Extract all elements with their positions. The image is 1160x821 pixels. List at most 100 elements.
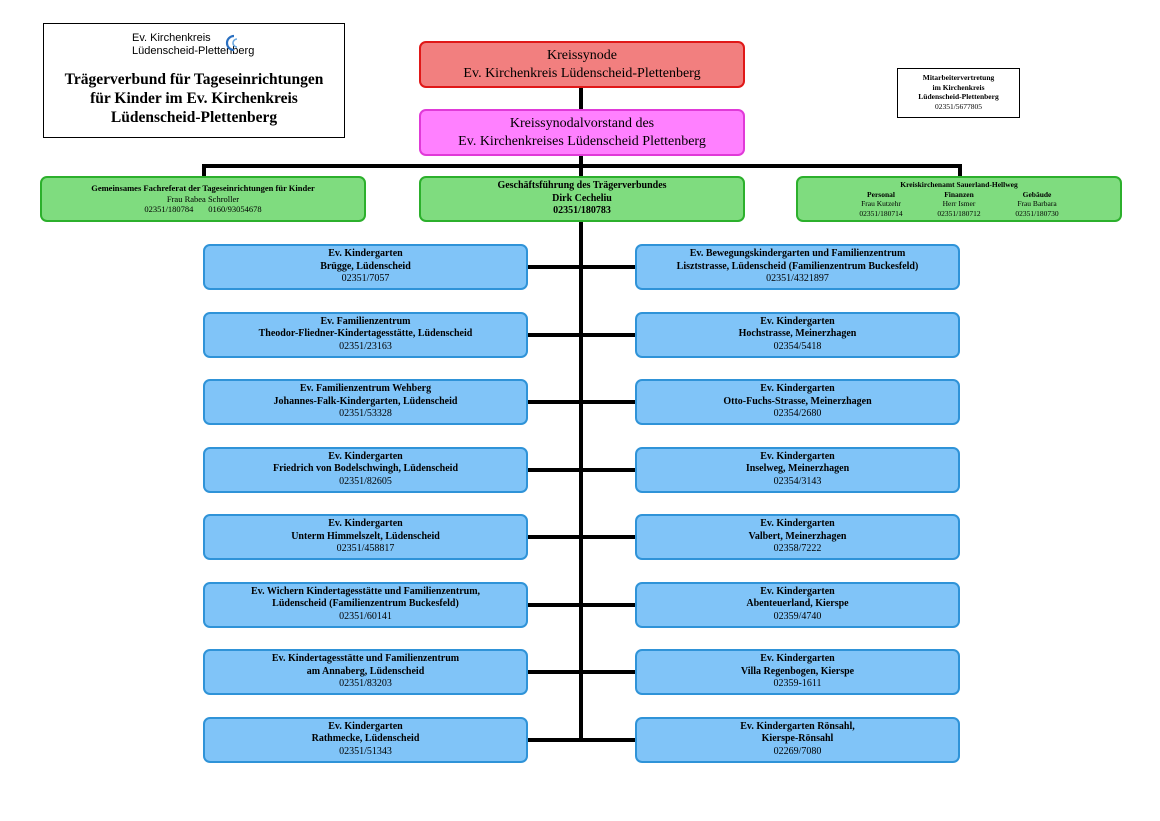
logo-line-1: Ev. Kirchenkreis: [132, 32, 211, 44]
vorstand-title: Kreissynodalvorstand des: [509, 116, 655, 131]
fachreferat-box: Gemeinsames Fachreferat der Tageseinrich…: [40, 176, 366, 222]
geschaeftsfuehrung-person: Dirk Cecheliu: [552, 192, 612, 204]
connector-left-drop: [202, 164, 206, 178]
kita-name: Ev. Wichern Kindertagesstätte und Famili…: [250, 585, 481, 597]
kita-phone: 02351/23163: [339, 340, 392, 352]
header-title-line-1: Trägerverbund für Tageseinrichtungen: [64, 71, 324, 88]
mav-box: Mitarbeitervertretung im Kirchenkreis Lü…: [897, 68, 1020, 118]
kita-phone: 02354/5418: [773, 340, 822, 352]
kita-name: Ev. Kindergarten: [760, 653, 835, 665]
connector-branch-right: [581, 737, 637, 742]
connector-branch-left: [527, 467, 581, 472]
kita-name: Ev. Kindergarten: [760, 315, 835, 327]
kita-phone: 02359/4740: [773, 610, 822, 622]
kita-phone: 02351/458817: [336, 543, 395, 555]
kita-phone: 02354/3143: [773, 475, 822, 487]
vorstand-subtitle: Ev. Kirchenkreises Lüdenscheid Plettenbe…: [458, 133, 706, 149]
kita-name: Ev. Kindergarten: [760, 383, 835, 395]
kita-location: Friedrich von Bodelschwingh, Lüdenscheid: [272, 463, 459, 475]
kita-location: Rathmecke, Lüdenscheid: [311, 733, 420, 745]
connector-branch-left: [527, 535, 581, 539]
kirchenamt-col-phone: 02351/180730: [1015, 208, 1059, 218]
header-title-line-3: Lüdenscheid-Plettenberg: [110, 109, 278, 126]
kita-phone: 02358/7222: [773, 543, 822, 555]
kirchenamt-col-head: Finanzen: [944, 189, 974, 199]
kita-phone: 02351/7057: [341, 273, 390, 285]
mav-line-1: Mitarbeitervertretung: [922, 73, 995, 82]
logo: Ev. Kirchenkreis Lüdenscheid-Plettenberg: [132, 32, 282, 62]
kita-phone: 02359-1611: [773, 678, 822, 690]
connector-branch-left: [527, 737, 581, 742]
kita-name: Ev. Kindergarten: [760, 450, 835, 462]
kita-location: Brügge, Lüdenscheid: [320, 260, 411, 272]
connector-branch-left: [527, 602, 581, 607]
connector-branch-left: [527, 400, 581, 404]
kita-name: Ev. Familienzentrum: [320, 315, 411, 327]
kita-location: Otto-Fuchs-Strasse, Meinerzhagen: [723, 395, 872, 407]
kita-location: Valbert, Meinerzhagen: [748, 530, 847, 542]
kita-phone: 02351/53328: [339, 408, 392, 420]
kita-name: Ev. Kindergarten: [328, 248, 403, 260]
kita-location: Villa Regenbogen, Kierspe: [740, 665, 855, 677]
kirchenamt-col-phone: 02351/180714: [859, 208, 903, 218]
kita-name: Ev. Kindergarten: [760, 585, 835, 597]
kita-phone: 02269/7080: [773, 745, 822, 757]
connector-right-drop: [958, 164, 962, 178]
fachreferat-person: Frau Rabea Schroller: [166, 193, 240, 204]
kreissynode-title: Kreissynode: [547, 48, 617, 63]
header-title-line-2: für Kinder im Ev. Kirchenkreis: [90, 90, 298, 107]
connector-branch-right: [581, 602, 637, 607]
kreissynode-subtitle: Ev. Kirchenkreis Lüdenscheid-Plettenberg: [463, 65, 701, 81]
fachreferat-phones: 02351/180784 0160/93054678: [144, 204, 262, 215]
connector-branch-right: [581, 535, 637, 539]
kreissynode-box: Kreissynode Ev. Kirchenkreis Lüdenscheid…: [419, 41, 745, 88]
kita-name: Ev. Kindergarten: [328, 720, 403, 732]
connector-branch-right: [581, 265, 637, 269]
fachreferat-title: Gemeinsames Fachreferat der Tageseinrich…: [91, 183, 315, 194]
kita-location: Theodor-Fliedner-Kindertagesstätte, Lüde…: [258, 328, 473, 340]
kita-location: Inselweg, Meinerzhagen: [745, 463, 850, 475]
header-title: Trägerverbund für Tageseinrichtungen für…: [44, 70, 344, 127]
kita-box-right: Ev. Kindergarten Rönsahl,Kierspe-Rönsahl…: [635, 716, 960, 763]
kita-box-right: Ev. Bewegungskindergarten und Familienze…: [635, 244, 960, 290]
kirchenamt-box: Kreiskirchenamt Sauerland-Hellweg Person…: [796, 176, 1122, 222]
header-box: Ev. Kirchenkreis Lüdenscheid-Plettenberg…: [43, 23, 345, 138]
mav-line-2: im Kirchenkreis: [932, 82, 985, 92]
kita-name: Ev. Kindergarten: [328, 450, 403, 462]
kirchenamt-col-head: Personal: [867, 189, 895, 199]
kita-name: Ev. Familienzentrum Wehberg: [299, 383, 432, 395]
mav-phone: 02351/5677805: [934, 101, 983, 111]
geschaeftsfuehrung-title: Geschäftsführung des Trägerverbundes: [497, 180, 667, 192]
kreissynodalvorstand-box: Kreissynodalvorstand des Ev. Kirchenkrei…: [419, 109, 745, 156]
kita-name: Ev. Kindertagesstätte und Familienzentru…: [271, 653, 460, 665]
connector-branch-right: [581, 670, 637, 674]
kita-location: am Annaberg, Lüdenscheid: [306, 665, 425, 677]
connector-branch-right: [581, 467, 637, 472]
connector-horizontal-top: [202, 164, 962, 168]
kita-name: Ev. Kindergarten: [328, 518, 403, 530]
logo-icon: [225, 34, 238, 52]
kita-phone: 02351/4321897: [766, 273, 829, 285]
kita-name: Ev. Kindergarten Rönsahl,: [740, 720, 855, 732]
kita-location: Hochstrasse, Meinerzhagen: [738, 328, 857, 340]
kita-box-left: Ev. Kindertagesstätte und Familienzentru…: [203, 649, 528, 695]
kirchenamt-col-name: Frau Barbara: [1017, 199, 1057, 208]
connector-branch-left: [527, 265, 581, 269]
kita-phone: 02351/83203: [339, 678, 392, 690]
kita-location: Kierspe-Rönsahl: [761, 733, 834, 745]
kirchenamt-col-phone: 02351/180712: [937, 208, 981, 218]
connector-branch-right: [581, 400, 637, 404]
connector-main-vertical: [579, 86, 583, 742]
kita-box-left: Ev. Wichern Kindertagesstätte und Famili…: [203, 581, 528, 628]
kita-location: Lüdenscheid (Familienzentrum Buckesfeld): [272, 598, 459, 610]
kita-location: Unterm Himmelszelt, Lüdenscheid: [291, 530, 440, 542]
kita-name: Ev. Kindergarten: [760, 518, 835, 530]
